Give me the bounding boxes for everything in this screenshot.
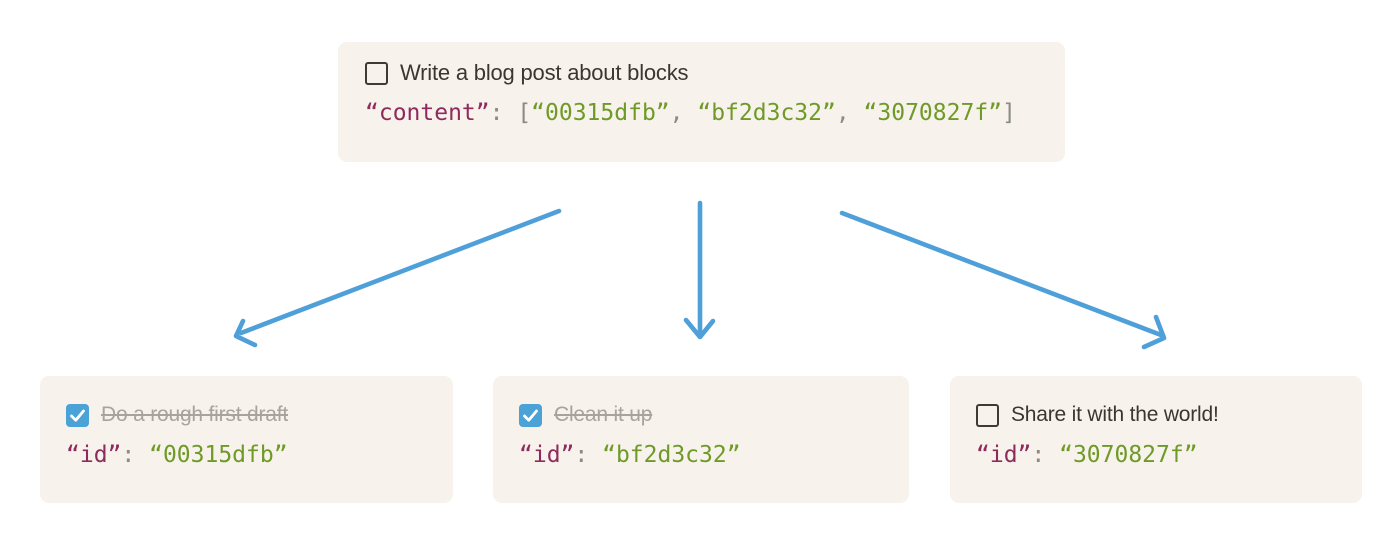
todo-label: Write a blog post about blocks	[400, 60, 689, 85]
todo-row: Write a blog post about blocks	[365, 60, 1038, 86]
code-token-value: “3070827f”	[863, 100, 1003, 126]
code-token-punct: :	[121, 442, 150, 468]
arrow-left	[233, 208, 562, 348]
code-token-punct: : [	[489, 100, 532, 126]
id-code-line: “id”: “3070827f”	[976, 440, 1336, 470]
todo-row: Share it with the world!	[976, 402, 1336, 428]
code-token-key: “id”	[519, 442, 575, 468]
todo-checkbox[interactable]	[365, 61, 388, 85]
code-token-value: “3070827f”	[1059, 442, 1198, 468]
content-code-line: “content”: [“00315dfb”, “bf2d3c32”, “307…	[365, 98, 1038, 128]
code-token-punct: :	[1031, 442, 1060, 468]
arrow-right	[839, 210, 1167, 350]
code-token-punct: ,	[835, 100, 864, 126]
code-token-punct: ,	[669, 100, 698, 126]
code-token-value: “bf2d3c32”	[697, 100, 836, 126]
todo-label: Clean it up	[554, 403, 653, 426]
id-code-line: “id”: “bf2d3c32”	[519, 440, 883, 470]
child-block-card-2: Clean it up “id”: “bf2d3c32”	[493, 376, 909, 503]
parent-block-card: Write a blog post about blocks “content”…	[338, 42, 1065, 162]
todo-checkbox[interactable]	[519, 403, 542, 427]
code-token-key: “id”	[66, 442, 122, 468]
checkmark-icon	[70, 409, 85, 422]
child-block-card-1: Do a rough first draft “id”: “00315dfb”	[40, 376, 453, 503]
todo-label: Do a rough first draft	[101, 403, 289, 426]
id-code-line: “id”: “00315dfb”	[66, 440, 427, 470]
todo-row: Do a rough first draft	[66, 402, 427, 428]
code-token-punct: :	[574, 442, 603, 468]
code-token-key: “content”	[365, 100, 490, 126]
code-token-value: “00315dfb”	[531, 100, 670, 126]
checkmark-icon	[523, 409, 538, 422]
child-block-card-3: Share it with the world! “id”: “3070827f…	[950, 376, 1362, 503]
todo-row: Clean it up	[519, 402, 883, 428]
code-token-key: “id”	[976, 442, 1032, 468]
todo-checkbox[interactable]	[66, 403, 89, 427]
code-token-punct: ]	[1002, 100, 1016, 126]
code-token-value: “bf2d3c32”	[602, 442, 741, 468]
arrow-center	[683, 200, 716, 340]
todo-checkbox[interactable]	[976, 403, 999, 427]
todo-label: Share it with the world!	[1011, 403, 1219, 426]
code-token-value: “00315dfb”	[149, 442, 288, 468]
